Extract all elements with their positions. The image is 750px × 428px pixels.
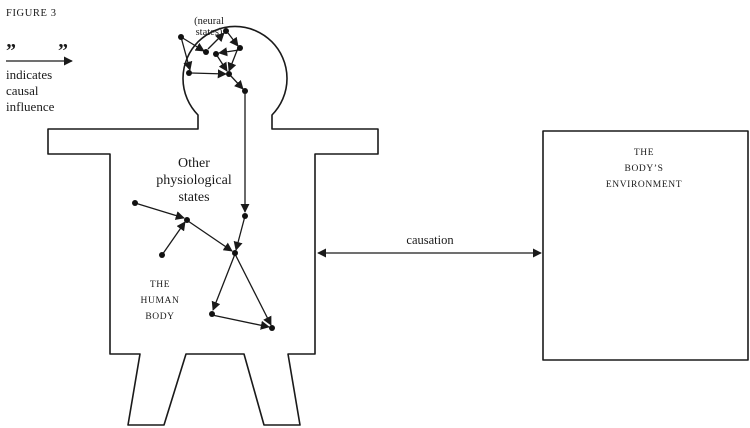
legend: ” ” indicates causal influence	[6, 40, 73, 114]
causal-arrow	[161, 221, 186, 256]
causal-arrow	[180, 36, 193, 71]
legend-text-line1: indicates	[6, 67, 52, 82]
body-state-node	[184, 217, 190, 223]
neural-states-network	[178, 28, 248, 94]
causal-arrow	[218, 47, 240, 57]
legend-quote-right-icon: ”	[58, 40, 68, 62]
other-states-label-line3: states	[178, 190, 209, 205]
neural-state-node	[226, 71, 232, 77]
causal-arrow	[234, 253, 272, 326]
neural-states-label-line2: states)	[196, 27, 223, 38]
causal-arrow	[207, 32, 225, 50]
neural-state-node	[242, 88, 248, 94]
causation-label: causation	[406, 233, 454, 247]
legend-text-line2: causal	[6, 83, 39, 98]
environment-label-line2: BODY’S	[625, 164, 664, 174]
body-state-node	[232, 250, 238, 256]
body-state-node	[132, 200, 138, 206]
other-states-label-line1: Other	[178, 156, 210, 171]
causal-arrow	[187, 220, 233, 252]
environment-box	[542, 130, 749, 361]
neural-state-node	[213, 51, 219, 57]
environment-label-line1: THE	[634, 148, 654, 158]
human-body-label-line2: HUMAN	[141, 296, 180, 306]
causal-arrow	[233, 215, 246, 251]
human-body-label-line3: BODY	[145, 312, 174, 322]
human-body-outline	[47, 25, 379, 426]
body-states-network	[132, 200, 275, 331]
neural-states-label-line1: (neural	[194, 16, 224, 27]
causal-arrow	[180, 36, 205, 52]
environment-label-line3: ENVIRONMENT	[606, 180, 682, 190]
causal-arrow	[215, 53, 228, 72]
causal-arrow	[134, 202, 185, 220]
causal-arrow	[190, 69, 227, 79]
neural-state-node	[203, 49, 209, 55]
neural-state-node	[178, 34, 184, 40]
causal-arrow	[211, 314, 270, 330]
neural-state-node	[186, 70, 192, 76]
neural-state-node	[223, 28, 229, 34]
body-state-node	[209, 311, 215, 317]
legend-quote-left-icon: ”	[6, 40, 16, 62]
legend-text-line3: influence	[6, 99, 55, 114]
causal-arrow	[229, 74, 244, 90]
causal-arrow	[227, 32, 239, 47]
body-state-node	[242, 213, 248, 219]
body-state-node	[269, 325, 275, 331]
body-state-node	[159, 252, 165, 258]
figure-label: FIGURE 3	[6, 8, 57, 19]
causal-arrow	[227, 47, 239, 72]
causal-arrow	[211, 253, 236, 311]
other-states-label-line2: physiological	[156, 173, 232, 188]
human-body-label-line1: THE	[150, 280, 170, 290]
neural-state-node	[237, 45, 243, 51]
